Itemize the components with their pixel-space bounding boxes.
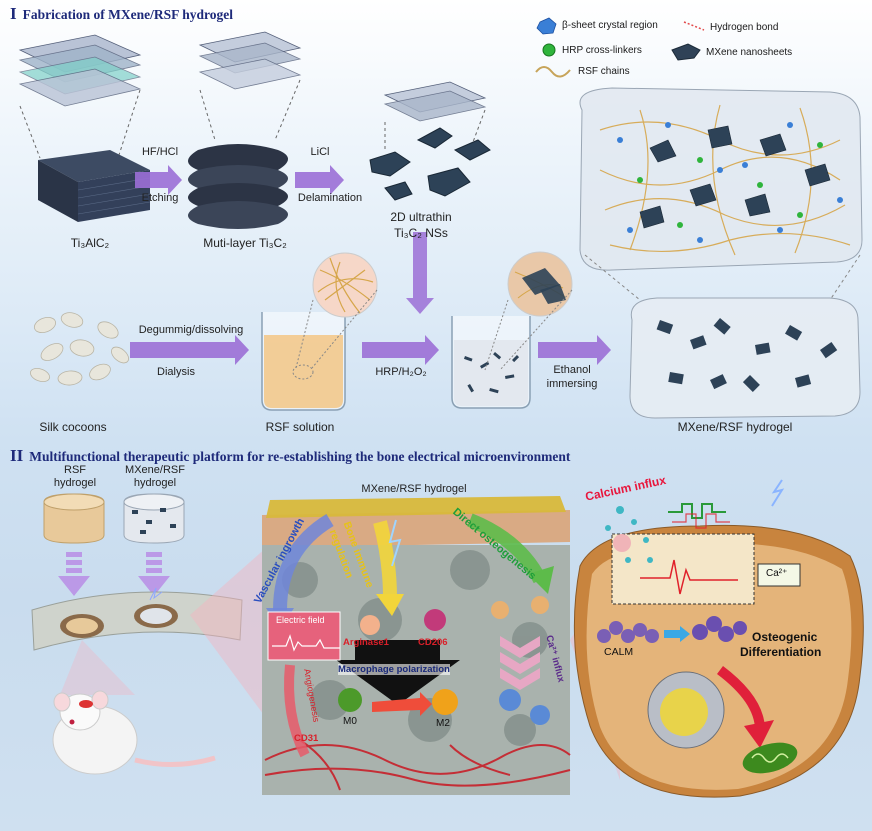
- nanosheet-lattice-icon: [383, 81, 487, 122]
- zoom-cone-icon: [190, 540, 275, 730]
- calm-label: CALM: [604, 646, 634, 658]
- cd31-label: CD31: [294, 733, 319, 744]
- ca-chevrons-icon: [500, 636, 540, 690]
- max-block-icon: [38, 150, 151, 222]
- immune-arrow-icon: [373, 520, 397, 598]
- cd206-label: CD206: [418, 637, 448, 648]
- hydrogel-block-icon: [579, 87, 863, 271]
- m0-label: M0: [343, 716, 357, 727]
- section1-title-text: Fabrication of MXene/RSF hydrogel: [22, 7, 233, 22]
- max-label: Ti₃AlC₂: [70, 236, 110, 250]
- legend-hbond: Hydrogen bond: [710, 22, 779, 33]
- legend-hrp: HRP cross-linkers: [562, 45, 642, 56]
- rsf-solution-label: RSF solution: [265, 420, 335, 434]
- osteo-diff-line2: Differentiation: [740, 645, 822, 659]
- hrp-arrow-icon: [362, 335, 439, 365]
- hrp-label: HRP/H₂O₂: [375, 366, 427, 378]
- etch-bottom-label: Etching: [141, 192, 179, 204]
- osteoblast-cell-icon: [573, 503, 864, 798]
- etching-arrow-icon: [135, 165, 182, 195]
- rsf-fibers-icon: [317, 257, 374, 314]
- macro-label: Macrophage polarization: [338, 664, 450, 675]
- electric-field-label: Electric field: [276, 615, 325, 625]
- section2-title-text: Multifunctional therapeutic platform for…: [29, 449, 571, 464]
- mx-hydrogel-label-line2: hydrogel: [133, 477, 177, 489]
- m0-m2-arrow-icon: [372, 692, 432, 716]
- angiogenesis-arrow-icon: [284, 664, 310, 758]
- implant-arrows-icon: [58, 552, 170, 596]
- rsf-hydrogel-label-line1: RSF: [64, 464, 86, 476]
- ca-box-label: Ca²⁺: [766, 568, 788, 579]
- vascular-arrow-icon: [273, 513, 334, 611]
- hydrogen-bond-icon: [683, 21, 705, 31]
- hydrogel-small-icon: [629, 297, 861, 419]
- legend-rsf-chains: RSF chains: [578, 66, 630, 77]
- rsf-hydrogel-cylinder-icon: [43, 493, 105, 544]
- section2-title: II Multifunctional therapeutic platform f…: [10, 446, 570, 466]
- nanosheets-icon: [369, 127, 491, 201]
- multilayer-label: Muti-layer Ti₃C₂: [203, 236, 287, 250]
- section1-illustration: [18, 31, 863, 419]
- down-arrow-icon: [406, 232, 434, 314]
- beta-sheet-icon: [536, 17, 557, 35]
- mxene-sheet-icon: [671, 43, 701, 61]
- mxene-hydrogel-cylinder-icon: [123, 493, 185, 544]
- rsf-hydrogel-label-line2: hydrogel: [53, 477, 97, 489]
- hrp-icon: [542, 43, 556, 57]
- rsf-chain-icon: [535, 66, 571, 78]
- skull-plate-icon: [31, 587, 243, 651]
- mxene-beaker-icon: [451, 316, 531, 409]
- m2-label: M2: [436, 718, 450, 729]
- ethanol-arrow-icon: [538, 335, 611, 365]
- arginase-label: Arginase1: [343, 637, 389, 648]
- nss-label-line2: Ti₃C₂ NSs: [394, 226, 448, 240]
- mxene-fibers-icon: [514, 268, 566, 304]
- section2-numeral: II: [10, 446, 24, 465]
- silk-label: Silk cocoons: [39, 420, 107, 434]
- nss-label-line1: 2D ultrathin: [390, 210, 452, 224]
- lightning-right-icon: [771, 479, 785, 507]
- center-hydrogel-label: MXene/RSF hydrogel: [361, 483, 467, 495]
- macrophage-cells-icon: [338, 596, 550, 725]
- final-hydrogel-label: MXene/RSF hydrogel: [677, 420, 793, 434]
- ethanol-label-line2: immersing: [546, 378, 598, 390]
- silk-cocoons-icon: [29, 312, 129, 386]
- mx-hydrogel-label-line1: MXene/RSF: [125, 464, 185, 476]
- ethanol-label-line1: Ethanol: [553, 364, 591, 376]
- section1-numeral: I: [10, 4, 17, 23]
- degum-bottom-label: Dialysis: [157, 366, 195, 378]
- legend-beta-sheet: β-sheet crystal region: [562, 20, 658, 31]
- osteo-diff-line1: Osteogenic: [752, 630, 818, 644]
- multilayer-accordion-icon: [188, 144, 288, 229]
- delam-top-label: LiCl: [310, 146, 330, 158]
- degumming-arrow-icon: [130, 335, 249, 365]
- delam-bottom-label: Delamination: [297, 192, 363, 204]
- mouse-icon: [52, 690, 216, 775]
- section1-title: I Fabrication of MXene/RSF hydrogel: [10, 4, 233, 24]
- etch-top-label: HF/HCl: [141, 146, 179, 158]
- rsf-beaker-icon: [261, 312, 346, 411]
- max-lattice-icon: [18, 34, 142, 107]
- multilayer-lattice-icon: [198, 31, 302, 90]
- delamination-arrow-icon: [295, 165, 344, 195]
- lightning-icon: [388, 519, 402, 567]
- legend-icons: [535, 17, 705, 78]
- degum-top-label: Degummig/dissolving: [138, 324, 244, 336]
- legend-mxene: MXene nanosheets: [706, 47, 793, 58]
- electric-field-box: [267, 611, 341, 661]
